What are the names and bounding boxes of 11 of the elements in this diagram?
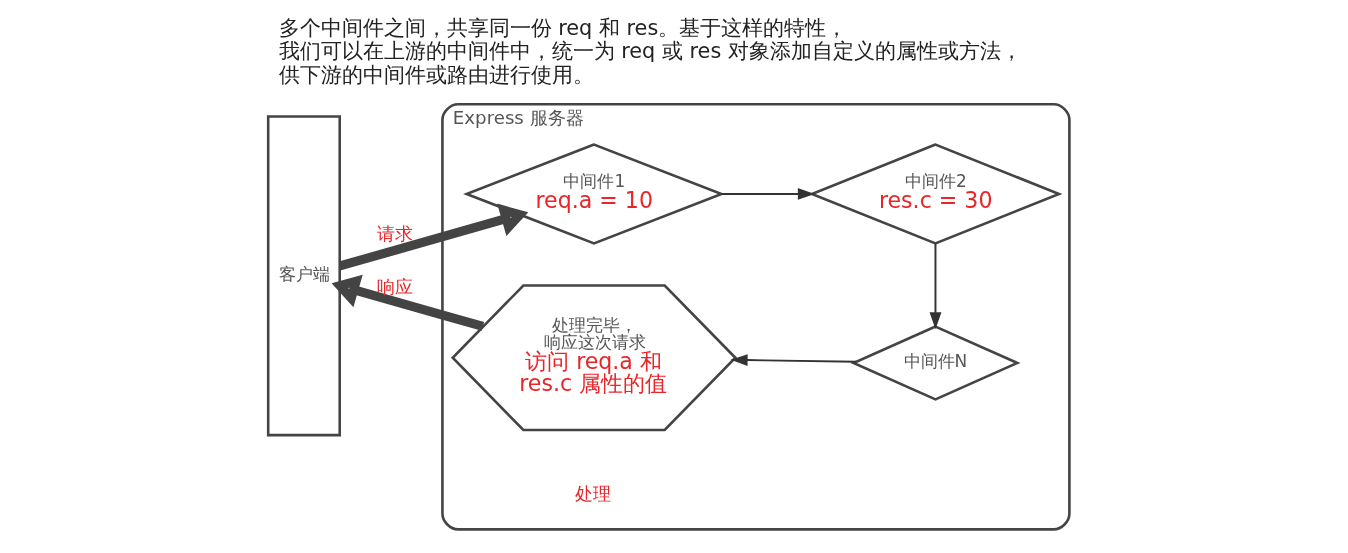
arrow xyxy=(720,188,815,200)
arrow xyxy=(331,274,485,331)
arrow xyxy=(929,242,942,330)
label: 处理 xyxy=(575,483,612,505)
edge-label: 响应 xyxy=(377,276,414,298)
arrow xyxy=(730,354,857,367)
node-diamond: 中间件N xyxy=(850,325,1021,401)
arrow xyxy=(338,203,529,271)
caption: 多个中间件之间，共享同一份 req 和 res。基于这样的特性，我们可以在上游的中间件中，统一为 req 或 res 对象添加自定义的属性或方法，供下游的中间件或路由进行使用。 xyxy=(278,16,1022,87)
node-box: 客户端 xyxy=(266,115,341,437)
edge-label: 请求 xyxy=(377,222,414,244)
